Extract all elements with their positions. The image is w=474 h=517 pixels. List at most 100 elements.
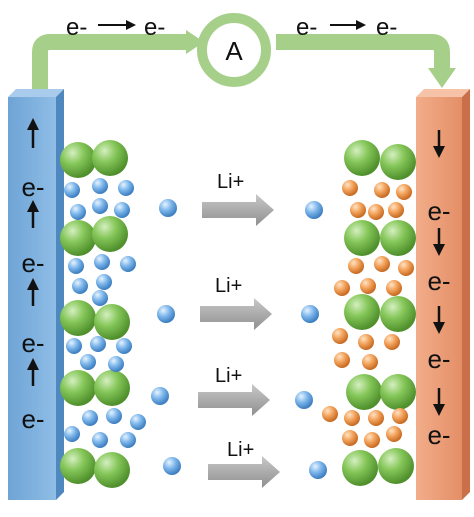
ion-flow-arrow-icon [208,456,280,488]
cathode-particle [334,280,350,296]
wire-arrow-left-icon [98,20,136,30]
cathode-green-particle [380,144,416,180]
graphite-particle [94,370,130,406]
left-electrode [8,89,64,500]
lithium-ion [120,256,136,272]
graphite-particle [60,370,96,406]
graphite-particle [94,452,130,488]
lithium-ion [120,432,136,448]
lithium-ion [108,356,124,372]
anode-electron-label-4: e- [21,404,44,434]
wire-electron-label-1: e- [66,14,87,41]
anode-lithium-ions [64,178,146,448]
cathode-particle [374,182,390,198]
ion-label-3: Li+ [215,365,242,387]
cathode-particle [392,408,408,424]
cathode-particle [368,204,384,220]
cathode-particle [344,410,360,426]
up-arrow-icon [27,200,39,228]
lithium-ion [114,202,130,218]
cathode-particle [334,352,350,368]
lithium-ion [92,432,108,448]
cathode-particle [364,432,380,448]
graphite-particle [60,142,96,178]
cathode-particle [360,278,376,294]
cathode-particle [368,410,384,426]
cathode-electron-label-4: e- [427,420,450,450]
cathode-green-particle [380,296,416,332]
lithium-ion [96,274,112,290]
lithium-ion [118,180,134,196]
lithium-ion [157,305,175,323]
ion-label-4: Li+ [227,439,254,461]
external-circuit-wire [32,30,456,92]
lithium-ion [68,258,84,274]
ammeter: A [197,13,271,87]
cathode-particle [374,256,390,272]
lithium-ion [301,305,319,323]
wire-electron-label-3: e- [296,14,317,41]
cathode-particle [350,202,366,218]
lithium-ion [92,178,108,194]
ion-flow-row-4: Li+ [208,439,280,488]
graphite-particle [60,220,96,256]
down-arrow-icon [433,388,445,416]
lithium-ion [116,338,132,354]
ion-flow-row-3: Li+ [198,365,270,416]
lithium-ion [64,182,80,198]
up-arrow-icon [27,278,39,306]
lithium-ion [70,204,86,220]
ion-flow-arrow-icon [198,384,270,416]
cathode-particle [396,184,412,200]
ion-flow-arrow-icon [202,194,274,226]
down-arrow-icon [433,306,445,334]
ion-label-2: Li+ [215,275,242,297]
lithium-ion [90,336,106,352]
cathode-green-particle [344,220,380,256]
cathode-green-particles [342,140,416,486]
migrating-lithium-ions [151,199,327,479]
ammeter-label: A [225,36,243,66]
lithium-ion [151,387,169,405]
cathode-green-particle [344,294,380,330]
lithium-ion [295,391,313,409]
cathode-green-particle [344,140,380,176]
cathode-electron-label-1: e- [427,196,450,226]
cathode-orange-particles [322,180,414,448]
lithium-ion [309,461,327,479]
graphite-particle [60,300,96,336]
cathode-green-particle [380,220,416,256]
ion-flow-row-2: Li+ [200,275,272,330]
lithium-ion [159,199,177,217]
graphite-particle [94,304,130,340]
right-electrode-labels: e- e- e- e- [427,130,451,450]
anode-electron-label-1: e- [21,172,44,202]
lithium-ion [66,338,82,354]
cathode-particle [362,354,378,370]
cathode-particle [398,260,414,276]
wire-electron-label-2: e- [144,14,165,41]
lithium-ion [92,198,108,214]
cathode-green-particle [342,450,378,486]
lithium-ion [80,354,96,370]
lithium-ion [94,254,110,270]
cathode-green-particle [378,448,414,484]
down-arrow-icon [433,228,445,256]
up-arrow-icon [27,358,39,386]
cathode-electron-label-2: e- [427,266,450,296]
wire-electron-label-4: e- [376,14,397,41]
cathode-particle [388,202,404,218]
cathode-green-particle [380,374,416,410]
ion-flow-arrow-icon [200,298,272,330]
down-arrow-icon [433,130,445,158]
lithium-ion [163,457,181,475]
cathode-particle [332,328,348,344]
cathode-particle [384,334,400,350]
anode-graphite-particles [60,140,130,488]
graphite-particle [92,140,128,176]
cathode-particle [348,258,364,274]
up-arrow-icon [27,118,39,148]
anode-electron-label-3: e- [21,328,44,358]
cathode-particle [322,406,338,422]
